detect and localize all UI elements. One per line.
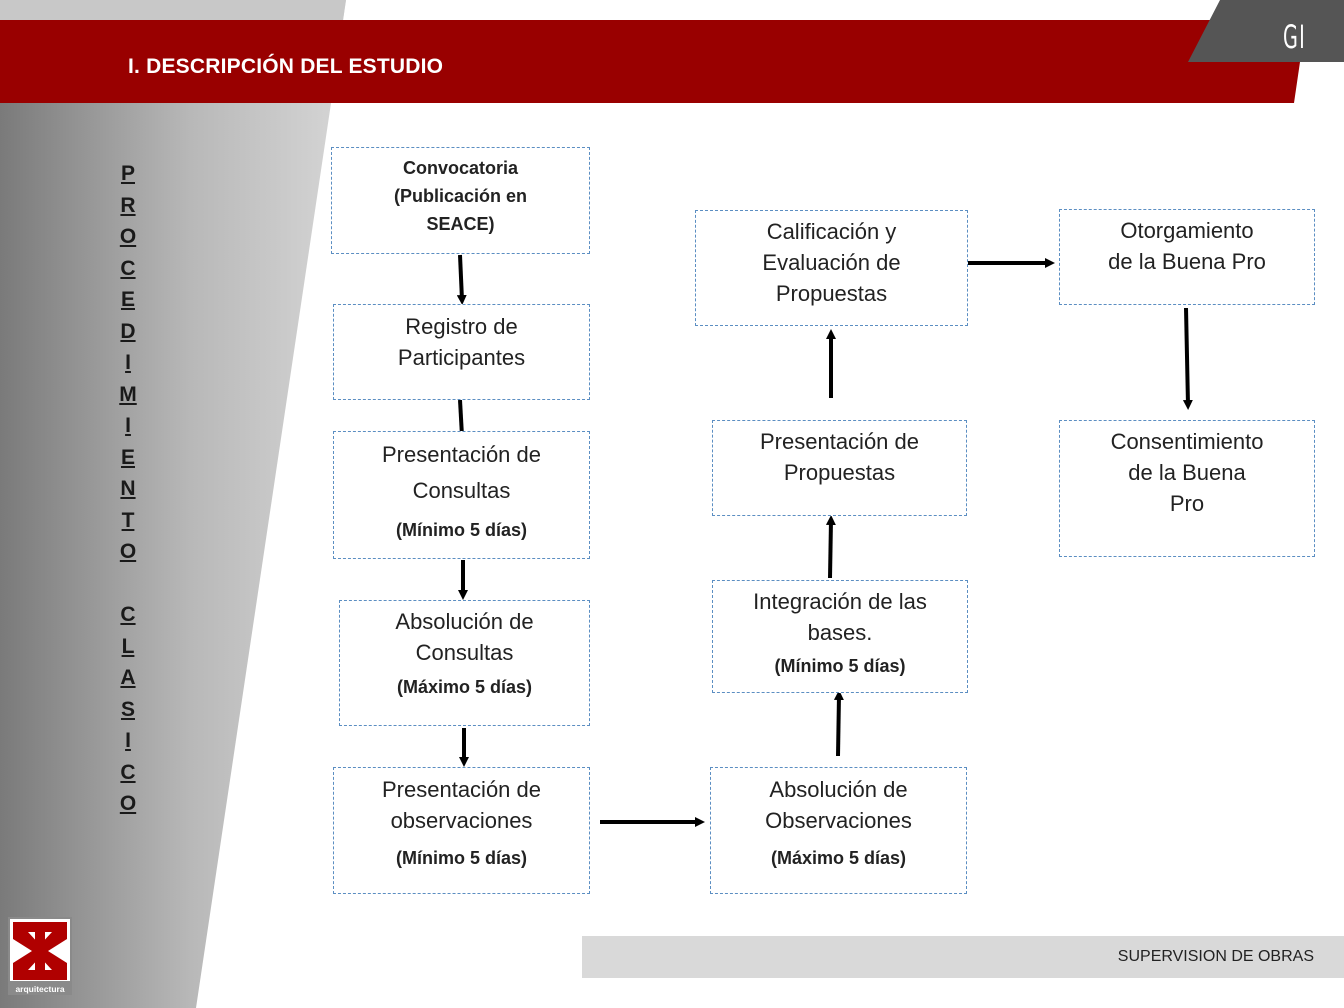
presentacion-observaciones-note: (Mínimo 5 días): [395, 848, 527, 868]
convocatoria-line3: SEACE): [426, 214, 495, 234]
presentacion-observaciones-line1: Presentación de: [382, 777, 541, 802]
absolucion-observaciones-note: (Máximo 5 días): [770, 848, 907, 868]
box-convocatoria: Convocatoria (Publicación en SEACE): [331, 147, 590, 254]
box-presentacion-consultas: Presentación de Consultas (Mínimo 5 días…: [333, 431, 590, 559]
registro-line1: Registro de: [405, 314, 518, 339]
page-title: I. DESCRIPCIÓN DEL ESTUDIO: [128, 55, 444, 78]
presentacion-consultas-line1: Presentación de: [382, 442, 541, 467]
box-presentacion-observaciones: Presentación de observaciones (Mínimo 5 …: [333, 767, 590, 894]
gi-logo: GI: [1283, 18, 1306, 56]
calificacion-line2: Evaluación de: [762, 250, 901, 275]
box-presentacion-propuestas: Presentación de Propuestas: [712, 420, 967, 516]
box-absolucion-observaciones: Absolución de Observaciones (Máximo 5 dí…: [710, 767, 967, 894]
absolucion-observaciones-line2: Observaciones: [765, 808, 912, 833]
box-absolucion-consultas: Absolución de Consultas (Máximo 5 días): [339, 600, 590, 726]
title-letter: A: [120, 666, 136, 689]
title-letter: E: [120, 445, 135, 469]
title-letter: C: [120, 256, 136, 280]
otorgamiento-line2: de la Buena Pro: [1108, 249, 1266, 274]
title-letter: M: [119, 382, 137, 406]
registro-line2: Participantes: [397, 345, 526, 370]
calificacion-line1: Calificación y: [766, 219, 897, 244]
arrow-absolucion-obs-to-integracion: [833, 690, 844, 757]
title-letter: I: [125, 351, 131, 374]
presentacion-observaciones-line2: observaciones: [390, 808, 533, 833]
title-letter: E: [120, 288, 135, 311]
absolucion-observaciones-line1: Absolución de: [769, 777, 908, 802]
integracion-line1: Integración de las: [753, 589, 927, 614]
box-calificacion: Calificación y Evaluación de Propuestas: [695, 210, 968, 326]
title-letter: N: [120, 477, 136, 500]
presentacion-consultas-line2: Consultas: [412, 478, 511, 503]
absolucion-consultas-line1: Absolución de: [395, 609, 534, 634]
vertical-procedure-title: P R O C E D I M I E N T O C L A S I C O: [110, 158, 146, 820]
presentacion-consultas-note: (Mínimo 5 días): [395, 520, 527, 540]
integracion-note: (Mínimo 5 días): [774, 656, 906, 676]
header-bar: [0, 0, 1344, 103]
absolucion-consultas-line2: Consultas: [415, 640, 514, 665]
calificacion-line3: Propuestas: [775, 281, 888, 306]
title-letter: I: [125, 729, 131, 752]
title-letter: O: [119, 225, 137, 248]
integracion-line2: bases.: [807, 620, 873, 645]
title-letter: P: [120, 162, 135, 185]
title-letter: D: [120, 319, 136, 343]
otorgamiento-line1: Otorgamiento: [1120, 218, 1254, 243]
absolucion-consultas-note: (Máximo 5 días): [396, 677, 533, 697]
arrow-integracion-to-propuestas: [825, 515, 836, 579]
presentacion-propuestas-line2: Propuestas: [783, 460, 896, 485]
title-letter: L: [121, 634, 135, 658]
box-registro: Registro de Participantes: [333, 304, 590, 400]
left-side-panel: [0, 0, 346, 1008]
presentacion-propuestas-line1: Presentación de: [760, 429, 919, 454]
box-consentimiento: Consentimiento de la Buena Pro: [1059, 420, 1315, 557]
title-letter: O: [119, 792, 137, 815]
title-letter: I: [125, 414, 131, 437]
arquitectura-logo: arquitectura: [8, 917, 72, 995]
consentimiento-line3: Pro: [1169, 491, 1205, 516]
arrow-otorgamiento-to-consentimiento: [1182, 307, 1193, 410]
title-letter: C: [120, 603, 136, 626]
title-letter: T: [121, 508, 135, 532]
consentimiento-line2: de la Buena: [1128, 460, 1246, 485]
box-integracion: Integración de las bases. (Mínimo 5 días…: [712, 580, 968, 693]
title-letter: R: [120, 193, 136, 217]
arrow-convocatoria-to-registro: [456, 254, 467, 305]
convocatoria-line2: (Publicación en: [393, 186, 528, 206]
logo-caption: arquitectura: [15, 984, 64, 994]
title-letter: C: [120, 760, 136, 784]
footer-bar: [582, 936, 1344, 978]
convocatoria-line1: Convocatoria: [402, 158, 519, 178]
title-letter: S: [120, 697, 135, 721]
footer-text: SUPERVISION DE OBRAS: [1117, 948, 1314, 965]
box-otorgamiento: Otorgamiento de la Buena Pro: [1059, 209, 1315, 305]
title-letter: O: [119, 540, 137, 563]
consentimiento-line1: Consentimiento: [1110, 429, 1264, 454]
